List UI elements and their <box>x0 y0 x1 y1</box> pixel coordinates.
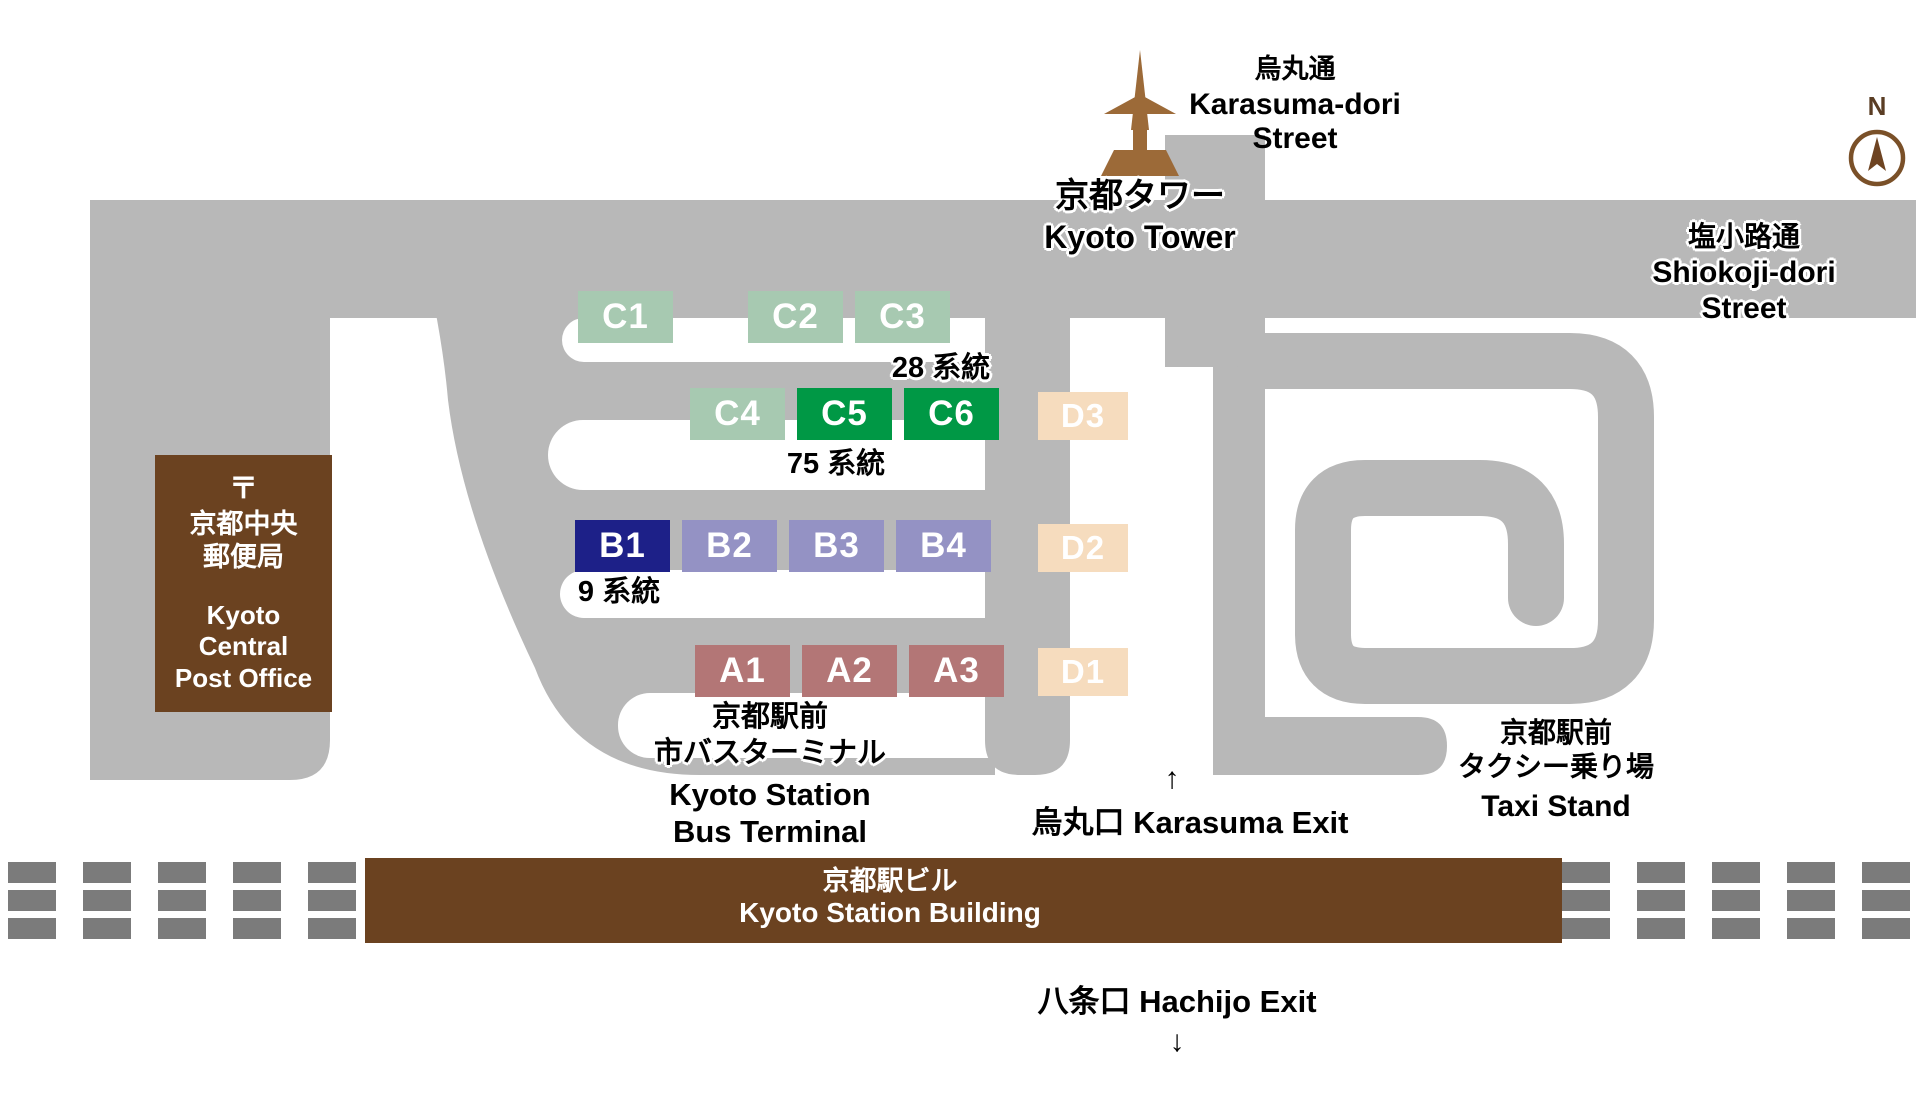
kyoto-tower-icon <box>1101 50 1179 176</box>
post-office-label-en3: Post Office <box>174 662 313 693</box>
bus-stop-C4: C4 <box>690 388 785 440</box>
tower-wing-right <box>1143 96 1176 114</box>
railway-track <box>8 890 365 911</box>
station-building <box>365 858 1562 943</box>
station-building-label-en: Kyoto Station Building <box>739 897 1041 928</box>
compass-icon <box>1848 129 1906 187</box>
tower-wing-left <box>1104 96 1137 114</box>
bus-stop-B1: B1 <box>575 520 670 572</box>
bus-stop-D1: D1 <box>1038 648 1128 696</box>
shiokoji-street-label-jp: 塩小路通 <box>1687 221 1801 252</box>
bus-terminal-label-en1: Kyoto Station <box>669 777 871 812</box>
postal-mark-icon: 〒 <box>228 473 258 506</box>
bus-stop-B2: B2 <box>682 520 777 572</box>
bus-stop-C2: C2 <box>748 291 843 343</box>
railway-track <box>1562 918 1910 939</box>
bus-stop-B3: B3 <box>789 520 884 572</box>
bus-terminal-label-jp1: 京都駅前 <box>711 701 829 733</box>
post-office-label-jp1: 京都中央 <box>189 508 298 539</box>
station-building-label-jp: 京都駅ビル <box>822 866 958 896</box>
karasuma-street-label-en: Karasuma-dori <box>1189 88 1401 121</box>
bus-stop-C1: C1 <box>578 291 673 343</box>
bus-stop-D2: D2 <box>1038 524 1128 572</box>
bus-stop-B4: B4 <box>896 520 991 572</box>
road-karasuma-upper <box>1165 135 1265 367</box>
bus-terminal-label-en2: Bus Terminal <box>672 814 868 849</box>
hachijo-exit-arrow-icon: ↓ <box>1169 1025 1185 1058</box>
post-office-label-en1: Kyoto <box>206 599 281 630</box>
road-karasuma-lower <box>1213 367 1265 775</box>
taxi-stand-label-jp2: タクシー乗り場 <box>1457 751 1655 782</box>
post-office-label-jp2: 郵便局 <box>203 541 284 572</box>
railway-track <box>1562 862 1910 883</box>
bus-terminal-area <box>420 240 995 775</box>
bus-stop-C6: C6 <box>904 388 999 440</box>
karasuma-exit-arrow-icon: ↑ <box>1164 762 1180 795</box>
bus-stop-C3: C3 <box>855 291 950 343</box>
shiokoji-street-label-en: Shiokoji-dori <box>1652 256 1836 289</box>
road-shiokoji <box>90 200 1916 318</box>
railway-track <box>1562 890 1910 911</box>
bus-stop-A3: A3 <box>909 645 1004 697</box>
bus-stop-C5: C5 <box>797 388 892 440</box>
taxi-stand-label-en: Taxi Stand <box>1481 790 1631 823</box>
post-office-label-en2: Central <box>198 631 289 662</box>
karasuma-exit-label: 烏丸口 Karasuma Exit <box>1031 805 1349 840</box>
railway-track <box>8 862 365 883</box>
route-28-label: 28 系統 <box>891 352 991 384</box>
railway-track <box>8 918 365 939</box>
shiokoji-street-label-en2: Street <box>1701 292 1787 325</box>
karasuma-street-label-en2: Street <box>1252 122 1338 155</box>
route-75-label: 75 系統 <box>786 448 886 480</box>
compass-needle <box>1868 137 1886 171</box>
karasuma-street-label-jp: 烏丸通 <box>1254 54 1336 84</box>
taxi-stand-label-jp1: 京都駅前 <box>1499 717 1613 748</box>
tower-base <box>1101 150 1179 176</box>
compass-n-label: N <box>1867 91 1887 121</box>
route-9-label: 9 系統 <box>577 576 661 608</box>
hachijo-exit-label: 八条口 Hachijo Exit <box>1037 984 1317 1019</box>
bus-stop-A2: A2 <box>802 645 897 697</box>
kyoto-tower-label-jp: 京都タワー <box>1055 177 1225 215</box>
post-office-building: 〒 京都中央 郵便局 Kyoto Central Post Office <box>155 455 332 712</box>
kyoto-tower-label-en: Kyoto Tower <box>1044 219 1236 255</box>
bus-stop-D3: D3 <box>1038 392 1128 440</box>
bus-terminal-label-jp2: 市バスターミナル <box>653 737 887 769</box>
road-taxi-loop <box>1237 333 1654 704</box>
bus-stop-A1: A1 <box>695 645 790 697</box>
road-exit-stub <box>1213 717 1447 775</box>
